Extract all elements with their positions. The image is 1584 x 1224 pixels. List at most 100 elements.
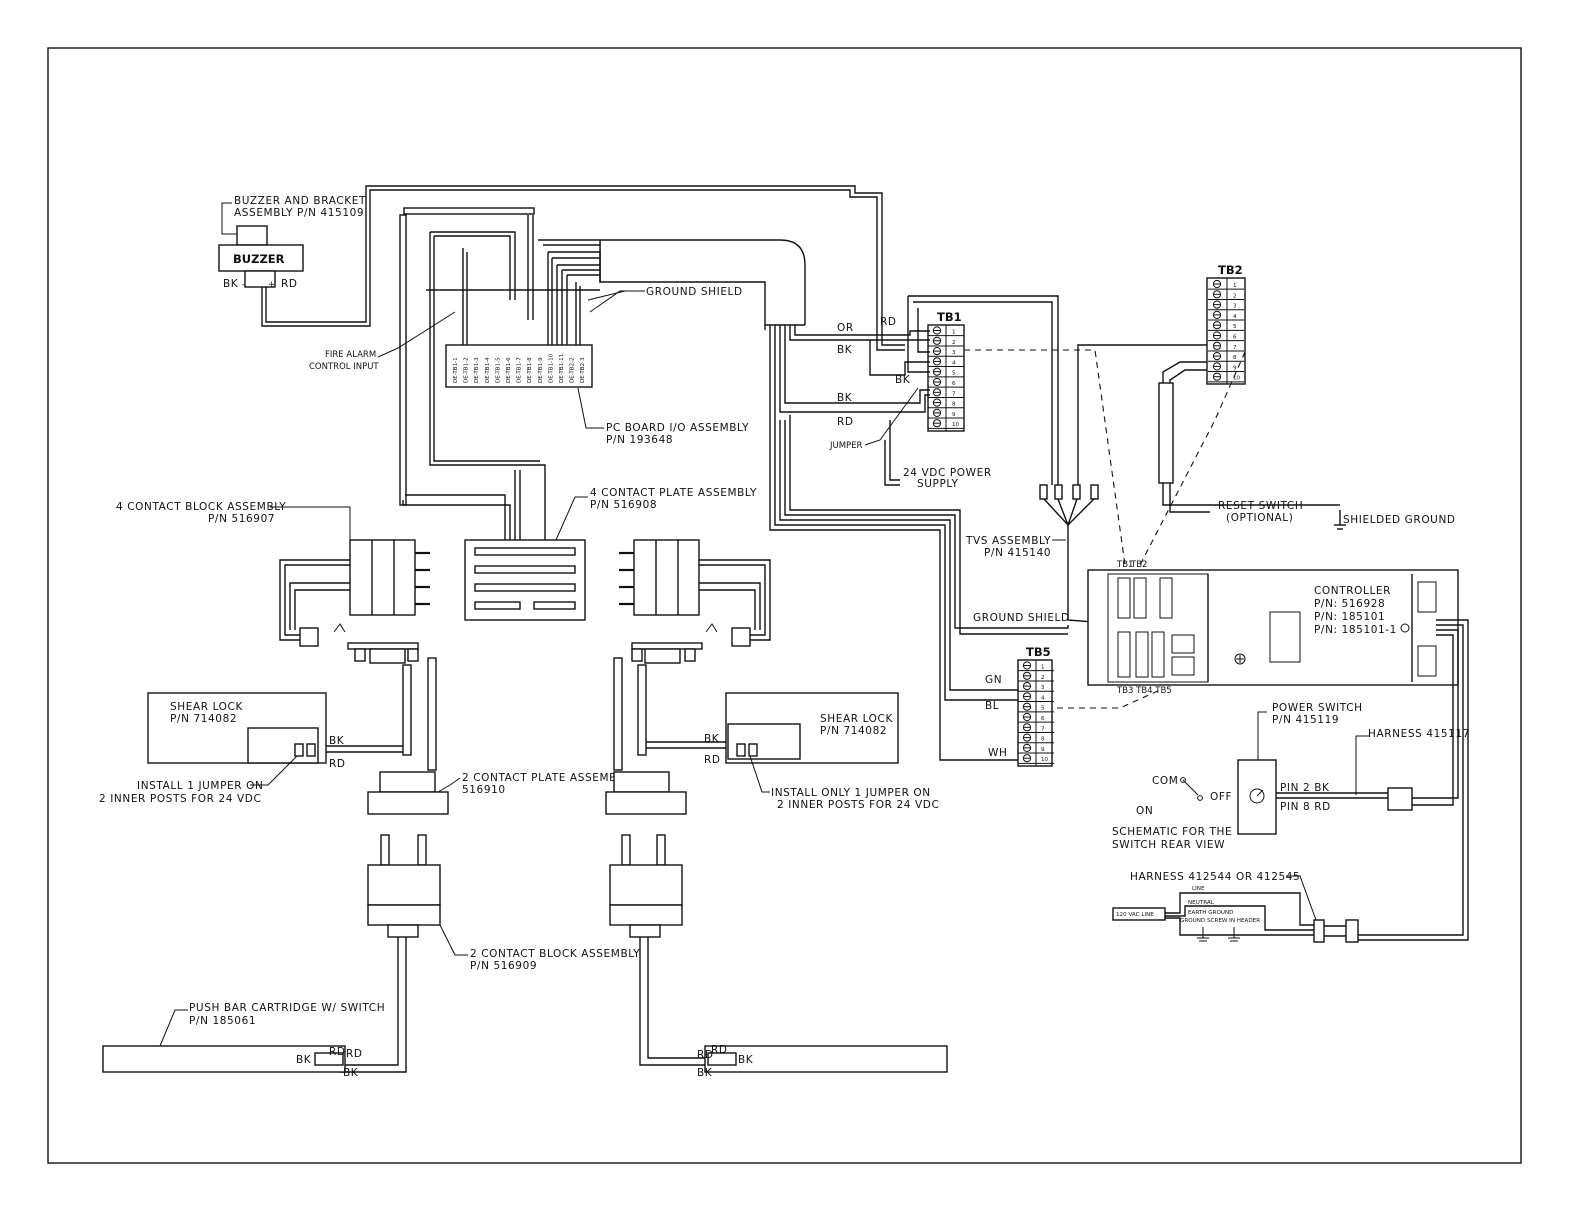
tb1-terminal-number: 8 xyxy=(952,402,956,408)
pc-board-pin-label: DE-TB2-3 xyxy=(580,357,586,383)
tb1-screw-5 xyxy=(932,367,942,376)
power-supply-label-1: 24 VDC POWER xyxy=(903,467,992,479)
tb5-bl-label: BL xyxy=(985,700,999,712)
contact-block-2-pn: P/N 516909 xyxy=(470,960,537,972)
buzzer-label: BUZZER xyxy=(233,252,285,266)
tb2-terminal-number: 6 xyxy=(1233,335,1237,341)
shear-lock-left-label: SHEAR LOCK xyxy=(170,701,243,713)
tb5-screw-9 xyxy=(1022,743,1032,753)
tb1-terminal-number: 10 xyxy=(952,422,960,428)
reset-switch-label-1: RESET SWITCH xyxy=(1218,500,1303,512)
tb5-terminal-number: 4 xyxy=(1041,695,1045,701)
tb1-terminal-number: 6 xyxy=(952,381,956,387)
contact-plate-2-pn: 516910 xyxy=(462,784,506,796)
upper-cable-bundle xyxy=(399,207,806,540)
tb5-screw-8 xyxy=(1022,733,1032,742)
push-bar-label: PUSH BAR CARTRIDGE W/ SWITCH xyxy=(189,1002,385,1014)
pc-board-pin-label: DE-TB1-1 xyxy=(453,357,459,383)
earth-ground-label: EARTH GROUND xyxy=(1188,910,1233,916)
pc-board-pin-label: DE-TB1-10 xyxy=(548,353,554,383)
shear-lock-left-bk: BK xyxy=(329,735,345,747)
fire-alarm-label-1: FIRE ALARM xyxy=(325,350,376,360)
contact-block-4-right xyxy=(619,539,771,647)
pin-2-label: PIN 2 BK xyxy=(1280,782,1330,794)
tb2-terminal-number: 9 xyxy=(1233,365,1237,371)
tvs-assembly-pn: P/N 415140 xyxy=(984,547,1051,559)
tb1-bk-label-3: BK xyxy=(837,392,853,404)
tb5-screw-6 xyxy=(1022,712,1032,722)
tb5-screw-2 xyxy=(1022,671,1032,680)
tb2-screw-8 xyxy=(1212,352,1222,361)
contact-plate-4-label: 4 CONTACT PLATE ASSEMBLY xyxy=(590,487,757,499)
buzzer-bk: BK xyxy=(223,278,239,290)
jumper-left-label-1: INSTALL 1 JUMPER ON xyxy=(137,780,263,792)
tb2-terminal-number: 2 xyxy=(1233,293,1237,299)
contact-block-2-right xyxy=(609,834,710,1066)
push-bar-right-rd-2: RD xyxy=(711,1044,728,1056)
shear-lock-left xyxy=(147,692,327,786)
tb1-terminal-number: 2 xyxy=(952,340,956,346)
pc-board-label: PC BOARD I/O ASSEMBLY xyxy=(606,422,749,434)
controller-pn-3: P/N: 185101-1 xyxy=(1314,624,1397,636)
push-bar-left-rd-2: RD xyxy=(346,1048,363,1060)
push-bar-cartridge-left xyxy=(102,1009,346,1073)
tb2-wiring xyxy=(1077,344,1346,530)
pc-board-pin-label: DE-TB1-6 xyxy=(506,357,512,383)
shear-lock-right-pn: P/N 714082 xyxy=(820,725,887,737)
controller-tb2-label: TB2 xyxy=(1130,560,1147,570)
tb2-terminal-number: 8 xyxy=(1233,355,1237,361)
jumper-label: JUMPER xyxy=(829,441,863,451)
tb1-screw-2 xyxy=(932,336,942,345)
left-connector-stack xyxy=(320,642,449,815)
tb1-label: TB1 xyxy=(937,310,962,324)
tb1-screw-7 xyxy=(932,388,942,397)
controller xyxy=(1087,569,1469,941)
shear-lock-right-rd: RD xyxy=(704,754,721,766)
jumper-right-label-1: INSTALL ONLY 1 JUMPER ON xyxy=(771,787,931,799)
buzzer-assembly-label: BUZZER AND BRACKET xyxy=(234,195,366,207)
tb2-screw-6 xyxy=(1212,331,1222,340)
tb2-screw-9 xyxy=(1212,362,1222,371)
pc-board-leader xyxy=(577,387,604,429)
tb2-screw-2 xyxy=(1212,290,1222,299)
tb2-label: TB2 xyxy=(1218,263,1243,277)
tb2-terminal-number: 10 xyxy=(1233,376,1241,382)
push-bar-right-bk-2: BK xyxy=(697,1067,713,1079)
harness-412544-label: HARNESS 412544 OR 412545 xyxy=(1130,871,1300,883)
pc-board-pin-label: DE-TB1-3 xyxy=(474,357,480,383)
tb5-terminal-number: 6 xyxy=(1041,716,1045,722)
tb1-screw-4 xyxy=(932,357,942,366)
tb1-terminal-number: 9 xyxy=(952,412,956,418)
shear-lock-left-pn: P/N 714082 xyxy=(170,713,237,725)
tb1-screw-8 xyxy=(932,398,942,407)
tb2-screw-3 xyxy=(1212,300,1222,309)
tb2-screw-1 xyxy=(1212,279,1222,289)
tb5-terminal-number: 10 xyxy=(1041,757,1049,763)
right-connector-stack xyxy=(605,642,728,815)
line-harness xyxy=(1112,875,1359,943)
tb2-terminal-number: 4 xyxy=(1233,314,1237,320)
tb1-screw-9 xyxy=(932,408,942,417)
shear-lock-left-rd: RD xyxy=(329,758,346,770)
pc-board-pin-label: DE-TB1-5 xyxy=(495,357,501,383)
controller-tb1-label: TB1 xyxy=(1116,560,1133,570)
switch-schematic-label-2: SWITCH REAR VIEW xyxy=(1112,839,1225,851)
tb5-screw-10 xyxy=(1022,754,1032,763)
tb5-terminal-number: 3 xyxy=(1041,685,1045,691)
fire-alarm-label-2: CONTROL INPUT xyxy=(309,362,379,372)
contact-block-2-leader xyxy=(439,924,468,956)
jumper-right-label-2: 2 INNER POSTS FOR 24 VDC xyxy=(777,799,939,811)
push-bar-right-bk-1: BK xyxy=(738,1054,754,1066)
tb5-terminal-number: 5 xyxy=(1041,706,1045,712)
tb1-screw-6 xyxy=(932,377,942,387)
power-switch-label: POWER SWITCH xyxy=(1272,702,1363,714)
tb5-cable-bundle xyxy=(769,325,1069,761)
push-bar-left-bk: BK xyxy=(296,1054,312,1066)
tb1-wiring xyxy=(779,295,1059,486)
tb5-wh-label: WH xyxy=(988,747,1007,759)
tb5-screw-7 xyxy=(1022,723,1032,732)
controller-pn-1: P/N: 516928 xyxy=(1314,598,1385,610)
contact-block-2-left xyxy=(340,834,441,1073)
